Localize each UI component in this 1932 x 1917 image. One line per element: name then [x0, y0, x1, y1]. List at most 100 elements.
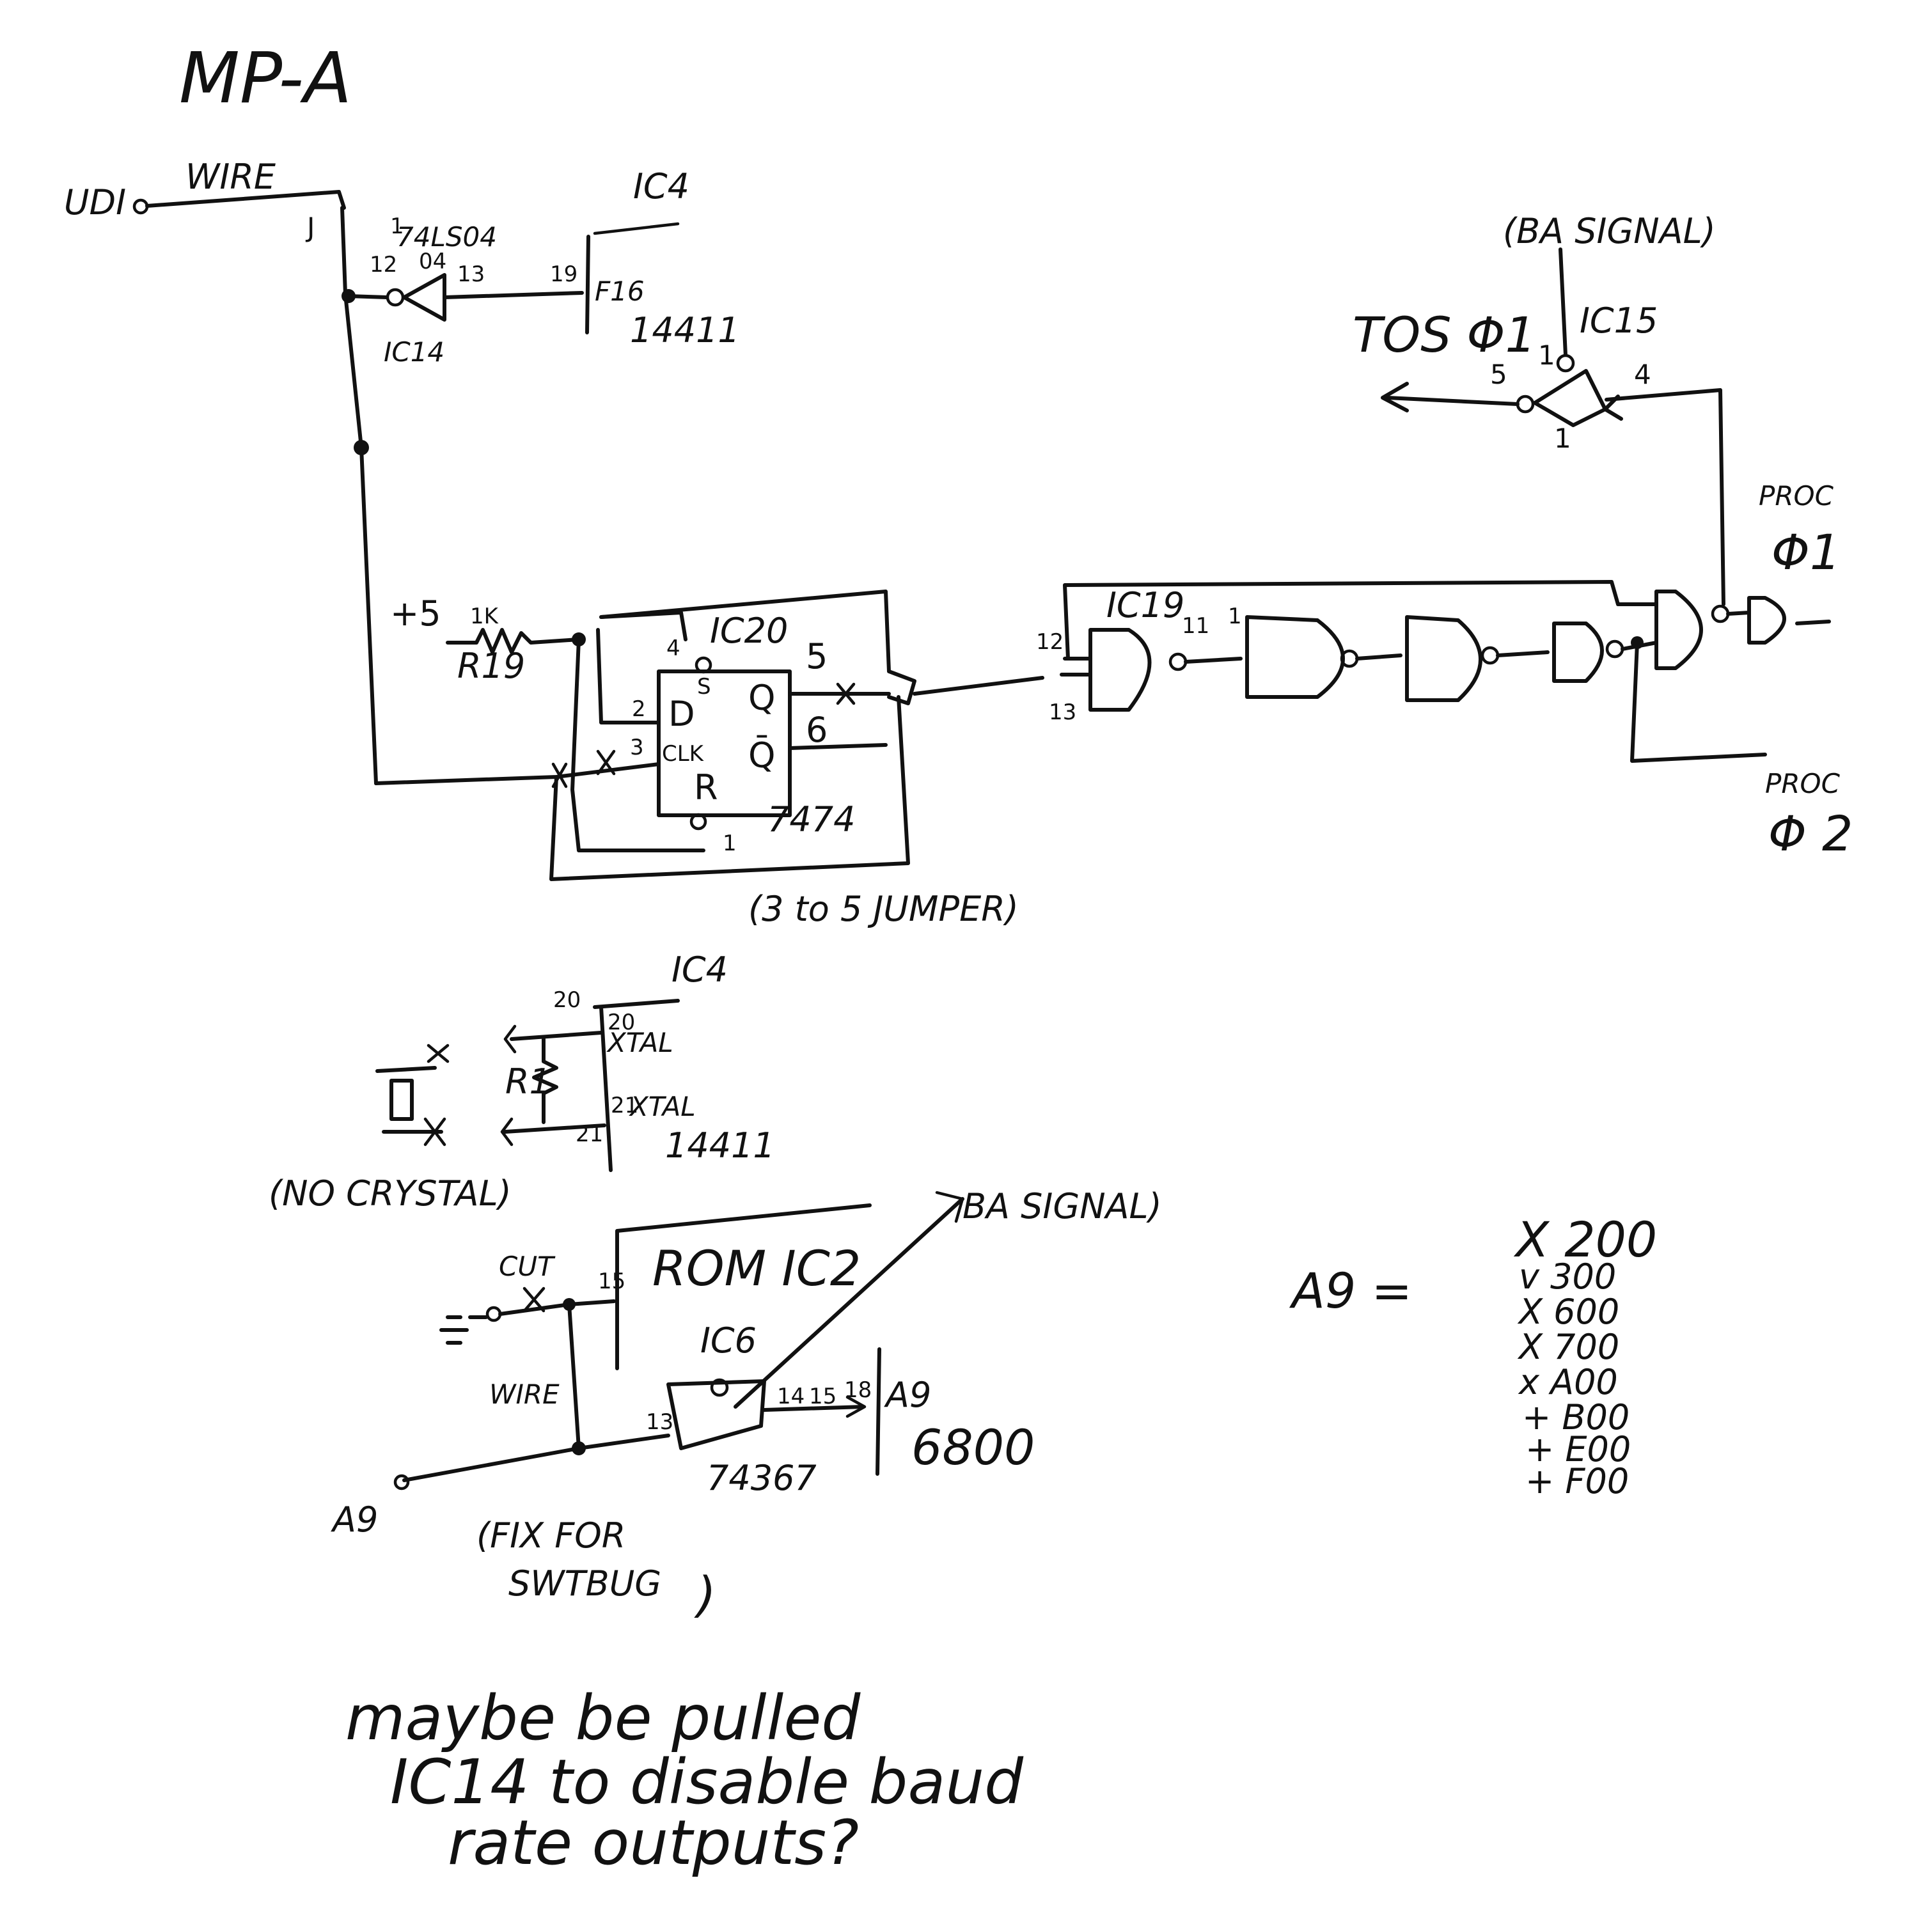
ic19-pin-12: 12	[1036, 629, 1064, 655]
nand-gate-3-bubble	[1480, 646, 1500, 665]
nand-gate-1-bubble	[1168, 652, 1188, 671]
set-bubble	[695, 656, 712, 674]
pin-6-label: 6	[806, 710, 828, 750]
gate6-out-wire	[1795, 620, 1831, 625]
rom-box	[615, 1203, 872, 1370]
ba-signal-label: (BA SIGNAL)	[1503, 211, 1716, 251]
lower-jumper	[549, 695, 910, 881]
qbar-output-wire	[788, 743, 888, 750]
ic20-label: IC20	[710, 611, 788, 651]
udi-wire	[145, 190, 346, 210]
pin-4-label: 4	[666, 636, 680, 661]
nand-gate-4	[1552, 622, 1604, 683]
ba-signal-arrow	[935, 1191, 964, 1223]
wire-label: WIRE	[185, 157, 276, 197]
inverter-triangle	[402, 273, 446, 322]
ic4-top-label: IC4	[633, 166, 689, 207]
gate-chain-section: IC19 12 13 11 1	[913, 580, 1831, 763]
ba-signal-diagonal	[734, 1197, 964, 1409]
footnote-line2: IC14 to disable baud	[390, 1746, 1024, 1818]
xtal-b-arrow	[500, 1117, 514, 1146]
nand-gate-3	[1405, 615, 1482, 702]
crystal-cut-bottom	[423, 1117, 446, 1146]
gate5-to-gate6	[1726, 611, 1751, 616]
ic6-body	[666, 1379, 766, 1450]
flipflop-section: +5 1K R19 IC20 4 S 5 Q 2 D 6 3 CLK Q̄ R …	[374, 590, 1019, 929]
page-title: MP-A	[179, 37, 352, 119]
r19-value: 1K	[470, 604, 499, 629]
main-vertical-wire	[340, 206, 378, 785]
part-74367: 74367	[707, 1458, 817, 1498]
d-input-wire	[596, 628, 661, 724]
flipflop-body	[657, 669, 792, 817]
udi-input-section: UDI WIRE J 1 74LS04 12 04 13 IC14 IC4 19…	[64, 157, 740, 785]
ic15-pin-4: 4	[1634, 359, 1651, 390]
wire-vertical-lower	[567, 1303, 581, 1450]
pin-q-label: Q	[748, 678, 776, 718]
a9-terminal	[393, 1474, 410, 1491]
ic15-pin-1b: 1	[1538, 340, 1555, 371]
footnote: maybe be pulled IC14 to disable baud rat…	[345, 1682, 1024, 1879]
to-phi1-label: TOS Φ1	[1353, 306, 1536, 363]
pin-3-label: 3	[630, 735, 644, 760]
pin-20-outer: 20	[553, 987, 581, 1013]
inverter-wire-out	[443, 291, 584, 299]
ic19-pin-11: 11	[1182, 613, 1209, 639]
address-row-1: X 200	[1513, 1211, 1657, 1268]
nand-gate-5	[1654, 590, 1703, 670]
r19-name: R19	[457, 646, 525, 686]
pin-5-label: 5	[806, 636, 828, 677]
ic15-label: IC15	[1580, 301, 1658, 341]
ic6-out-wire	[762, 1405, 865, 1412]
address-table-label: A9 =	[1289, 1262, 1412, 1319]
part-7474: 7474	[767, 799, 855, 840]
pin-clk-label: CLK	[662, 741, 705, 767]
ic15-pin-5: 5	[1490, 359, 1507, 390]
pin-13-label: 13	[457, 262, 485, 287]
ic14-label: IC14	[384, 336, 444, 368]
ba-signal-section: (BA SIGNAL) TOS Φ1 IC15 5 1 4 1 PROC Φ1 …	[1353, 211, 1853, 862]
address-row-4: X 700	[1517, 1327, 1619, 1367]
rom-pin15-wire	[498, 1299, 616, 1316]
pin-2-label: 2	[632, 696, 646, 722]
reset-bubble	[689, 813, 707, 831]
inverter-wire-in	[347, 294, 389, 299]
rom-ic2-label: ROM IC2	[652, 1240, 861, 1297]
pin-1-label: 1	[390, 214, 404, 239]
clock-wire	[374, 762, 661, 785]
cut-label: CUT	[499, 1251, 556, 1282]
ic6-out-arrow	[845, 1395, 867, 1418]
proc-phi1-line2: Φ1	[1771, 524, 1841, 581]
ic6-pin-14: 14	[777, 1384, 805, 1409]
cpu-a9-pin: A9	[884, 1375, 931, 1415]
fix-note-close: )	[694, 1566, 716, 1623]
address-row-3: X 600	[1517, 1292, 1619, 1332]
ba-signal-lower: BA SIGNAL)	[962, 1186, 1162, 1226]
wire-label-lower: WIRE	[489, 1379, 560, 1410]
ic4-crystal-label: IC4	[671, 950, 728, 990]
a9-input-wire	[402, 1434, 670, 1482]
ground-symbol	[439, 1315, 488, 1345]
fix-note-line2: SWTBUG	[508, 1563, 661, 1604]
ic15-gate	[1533, 369, 1607, 427]
jumper-loop-top	[599, 611, 687, 641]
gate1-to-gate2	[1184, 657, 1243, 664]
footnote-line1: maybe be pulled	[345, 1682, 861, 1754]
pin-r-label: R	[694, 767, 718, 808]
crystal-section: IC4 20 20 XTAL R1 21 21 XTAL 14411 (NO C…	[269, 950, 775, 1214]
pin-1-label-ff: 1	[723, 831, 737, 856]
cpu-6800: 6800	[911, 1419, 1035, 1476]
address-row-2: v 300	[1519, 1256, 1616, 1297]
part-14411-top: 14411	[630, 310, 740, 350]
xtal-b-wire	[503, 1123, 606, 1134]
phi2-wire	[1630, 641, 1767, 763]
part-14411-crystal: 14411	[665, 1125, 775, 1166]
pin-12-label: 12	[370, 252, 397, 278]
crystal-body	[389, 1079, 414, 1121]
ic15-pin-1c: 1	[1554, 423, 1571, 454]
cpu-edge	[876, 1347, 881, 1476]
jumper-note: (3 to 5 JUMPER)	[748, 889, 1019, 929]
xtal-b-label: XTAL	[629, 1091, 696, 1122]
address-row-7: + E00	[1525, 1429, 1631, 1469]
